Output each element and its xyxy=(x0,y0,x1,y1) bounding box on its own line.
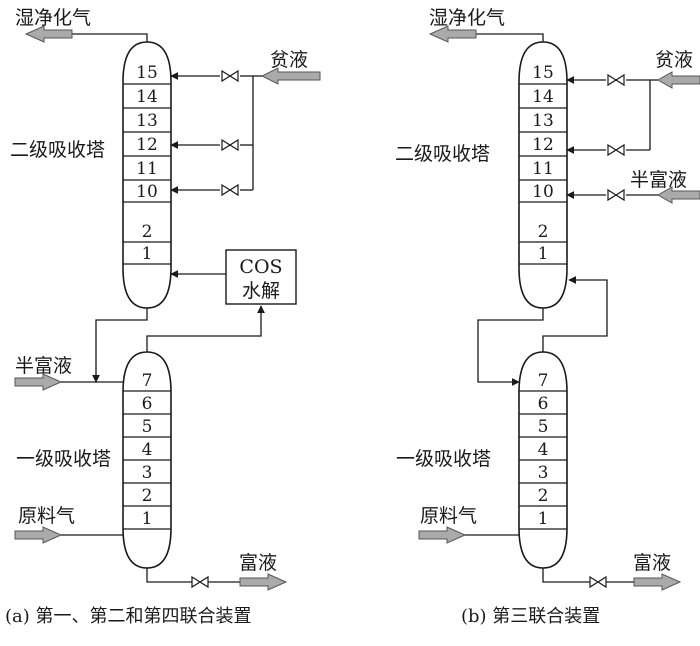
tray-label: 4 xyxy=(142,440,153,460)
primary-absorber-label: 一级吸收塔 xyxy=(16,448,111,470)
primary-absorber-tower-b: 7 6 5 4 3 2 1 xyxy=(518,351,568,569)
cos-unit-label-line2: 水解 xyxy=(242,280,280,302)
semi-rich-solution-inlet-arrow xyxy=(656,186,700,204)
panel-a-caption: (a) 第一、第二和第四联合装置 xyxy=(5,606,252,627)
lean-solution-inlet-arrow xyxy=(260,67,321,85)
tray-label: 1 xyxy=(142,244,153,264)
tray-label: 1 xyxy=(538,509,549,529)
semi-rich-solution-inlet-arrow xyxy=(14,373,63,391)
rich-solution-outlet-arrow xyxy=(633,573,682,591)
tray-label: 5 xyxy=(538,417,549,437)
tray-label: 12 xyxy=(136,135,158,155)
valve-icon[interactable] xyxy=(221,183,239,197)
valve-icon[interactable] xyxy=(589,575,607,589)
rich-solution-label: 富液 xyxy=(633,552,671,574)
cos-unit-label-line1: COS xyxy=(239,256,282,278)
lean-solution-inlet-arrow xyxy=(656,71,700,89)
secondary-absorber-tower-b: 15 14 13 12 11 10 2 1 xyxy=(518,41,568,309)
tray-label: 1 xyxy=(538,244,549,264)
outlet-gas-label: 湿净化气 xyxy=(15,7,91,29)
rich-solution-outlet-arrow xyxy=(239,573,288,591)
valve-icon[interactable] xyxy=(607,73,625,87)
panel-a: 15 14 13 12 11 10 2 1 湿净化气 二级吸收塔 贫液 xyxy=(5,7,321,627)
tray-label: 4 xyxy=(538,440,549,460)
feed-gas-inlet-arrow xyxy=(14,526,63,544)
tray-label: 3 xyxy=(142,463,153,483)
feed-gas-inlet-arrow xyxy=(418,526,467,544)
tray-label: 12 xyxy=(532,135,554,155)
tray-label: 14 xyxy=(136,87,158,107)
primary-absorber-tower-a: 7 6 5 4 3 2 1 xyxy=(122,351,172,569)
valve-icon[interactable] xyxy=(221,138,239,152)
tray-label: 15 xyxy=(532,63,554,83)
valve-icon[interactable] xyxy=(221,69,239,83)
tray-label: 1 xyxy=(142,509,153,529)
panel-b: 15 14 13 12 11 10 2 1 湿净化气 二级吸收塔 贫液 xyxy=(395,7,700,627)
primary-absorber-label: 一级吸收塔 xyxy=(396,448,491,470)
tray-label: 13 xyxy=(532,111,554,131)
tray-label: 15 xyxy=(136,63,158,83)
secondary-absorber-label: 二级吸收塔 xyxy=(395,143,490,165)
tray-label: 10 xyxy=(136,182,158,202)
secondary-absorber-label: 二级吸收塔 xyxy=(10,139,105,161)
tray-label: 13 xyxy=(136,111,158,131)
lean-solution-label: 贫液 xyxy=(655,49,693,71)
tray-label: 6 xyxy=(142,394,153,414)
feed-gas-label: 原料气 xyxy=(18,505,75,527)
outlet-gas-arrow xyxy=(24,25,73,43)
tray-label: 7 xyxy=(538,371,549,391)
tray-label: 2 xyxy=(142,222,153,242)
tray-label: 3 xyxy=(538,463,549,483)
valve-icon[interactable] xyxy=(607,143,625,157)
semi-rich-solution-label: 半富液 xyxy=(15,355,72,377)
feed-gas-label: 原料气 xyxy=(420,505,477,527)
tray-label: 2 xyxy=(538,486,549,506)
tray-label: 10 xyxy=(532,182,554,202)
tray-label: 2 xyxy=(538,222,549,242)
cos-hydrolysis-unit: COS 水解 xyxy=(225,249,297,305)
outlet-gas-arrow xyxy=(428,25,477,43)
tray-label: 2 xyxy=(142,486,153,506)
tray-label: 5 xyxy=(142,417,153,437)
rich-solution-label: 富液 xyxy=(239,552,277,574)
outlet-gas-label: 湿净化气 xyxy=(429,7,505,29)
panel-b-caption: (b) 第三联合装置 xyxy=(461,606,600,627)
semi-rich-solution-label: 半富液 xyxy=(630,169,687,191)
valve-icon[interactable] xyxy=(607,188,625,202)
tray-label: 7 xyxy=(142,371,153,391)
lean-solution-label: 贫液 xyxy=(270,49,308,71)
tray-label: 6 xyxy=(538,394,549,414)
valve-icon[interactable] xyxy=(191,575,209,589)
secondary-absorber-tower-a: 15 14 13 12 11 10 2 1 xyxy=(122,41,172,309)
tray-label: 11 xyxy=(532,159,554,179)
tray-label: 14 xyxy=(532,87,554,107)
tray-label: 11 xyxy=(136,159,158,179)
